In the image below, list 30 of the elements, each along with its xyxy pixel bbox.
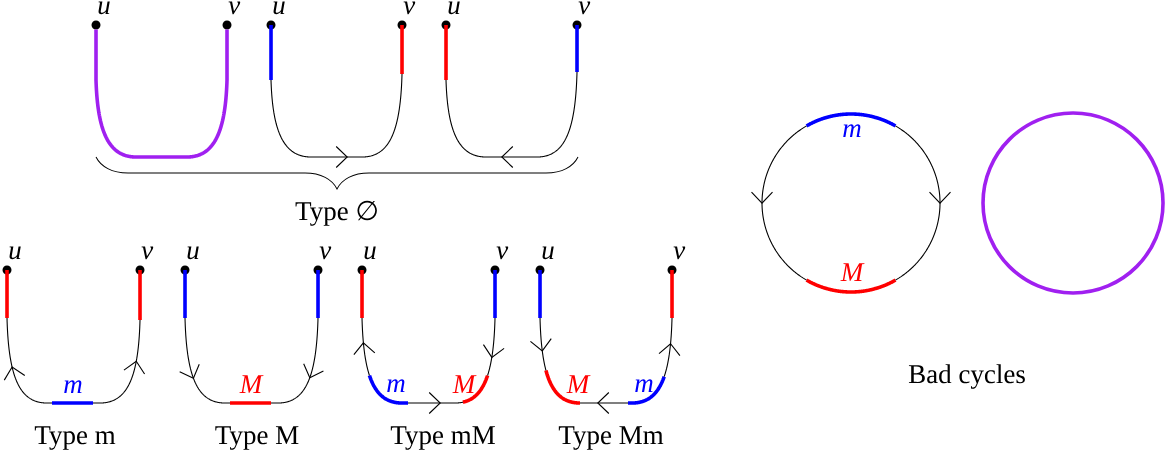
caption: Bad cycles bbox=[908, 364, 1025, 389]
caption: Type mM bbox=[390, 426, 495, 450]
labeled-segment: M bbox=[452, 374, 490, 404]
vertex-label: v bbox=[496, 246, 509, 260]
labeled-segment: M bbox=[805, 263, 897, 294]
labeled-segment: m bbox=[805, 112, 897, 137]
vertex-label: v bbox=[319, 246, 332, 260]
cycle-circle bbox=[981, 111, 1165, 295]
vertex-label: u bbox=[542, 246, 554, 260]
caption: Type Mm bbox=[558, 426, 664, 450]
labeled-segment: m bbox=[628, 375, 666, 405]
vertex-label: u bbox=[187, 246, 199, 260]
vertex-label: u bbox=[273, 1, 285, 15]
vertex-label: v bbox=[403, 1, 416, 15]
vertex-label: v bbox=[228, 1, 241, 15]
vertex-label: u bbox=[98, 1, 110, 15]
labeled-segment: m bbox=[367, 374, 408, 405]
labeled-segment: M bbox=[544, 369, 591, 405]
vertex-label: v bbox=[578, 1, 591, 15]
labeled-segment: m bbox=[52, 380, 93, 405]
caption: Type ∅ bbox=[295, 200, 377, 226]
caption: Type M bbox=[215, 426, 299, 450]
vertex-label: u bbox=[448, 1, 460, 15]
vertex-label: v bbox=[141, 246, 154, 260]
curve-line bbox=[94, 29, 229, 159]
vertex-label: u bbox=[364, 246, 376, 260]
labeled-segment: M bbox=[230, 375, 271, 405]
caption: Type m bbox=[34, 426, 116, 450]
vertex-label: u bbox=[9, 246, 21, 260]
vertex-label: v bbox=[673, 246, 686, 260]
